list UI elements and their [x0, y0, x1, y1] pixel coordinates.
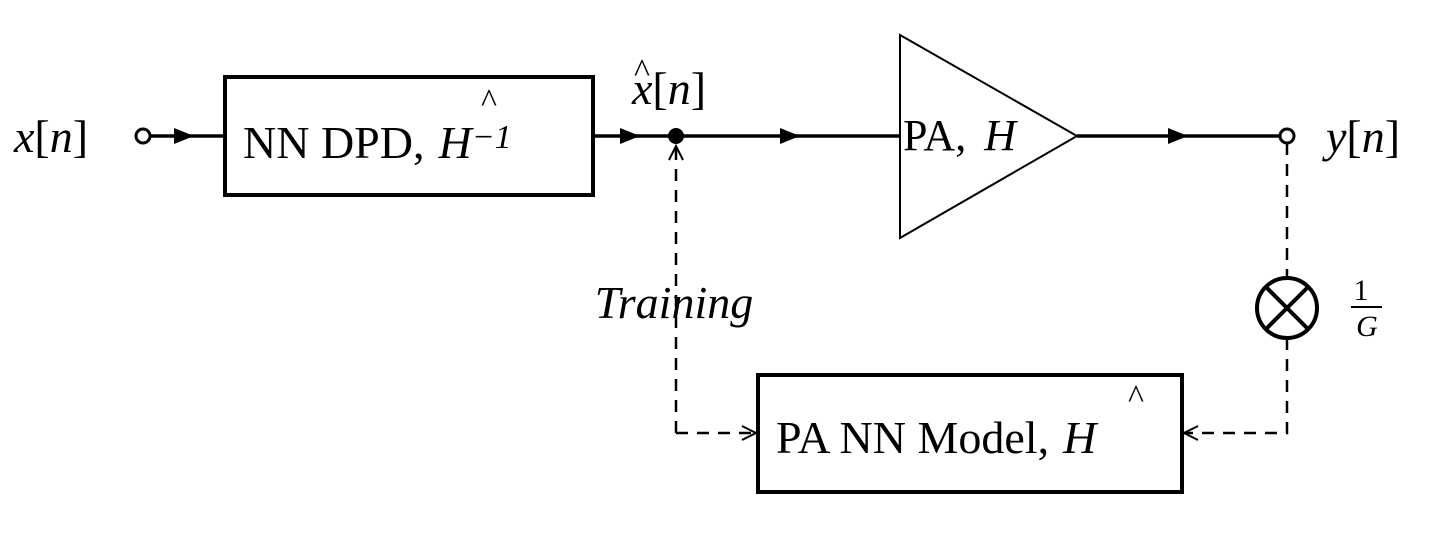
model-block-label: PA NN Model, H [776, 412, 1099, 463]
dpd-symbol: H [437, 117, 474, 168]
branch-node [668, 128, 684, 144]
pa-block-label: PA, H [903, 111, 1018, 160]
pa-symbol: H [983, 111, 1018, 160]
input-signal-label: x[n] [13, 111, 88, 162]
training-label: Training [595, 277, 754, 328]
dpd-block-label: NN DPD, H−1 [243, 117, 512, 168]
gain-numerator: 1 [1354, 274, 1369, 307]
pa-amplifier-icon [899, 33, 1080, 240]
predistorted-signal-label: x[n] [631, 63, 706, 114]
model-label-text: PA NN Model, [776, 412, 1049, 463]
dpd-superscript: −1 [472, 119, 512, 156]
model-block [756, 373, 1184, 494]
model-symbol: H [1062, 412, 1099, 463]
input-arrow-icon [174, 128, 194, 144]
dpd-label-text: NN DPD, [243, 117, 424, 168]
dpd-output-arrow-icon [620, 128, 640, 144]
input-terminal [134, 127, 152, 145]
pa-output-arrow-icon [1168, 128, 1188, 144]
dpd-hat-icon: ^ [481, 83, 497, 120]
gain-denominator: G [1356, 310, 1378, 343]
pa-input-arrow-icon [780, 128, 800, 144]
output-signal-label: y[n] [1322, 111, 1400, 162]
multiplier-cross-b [1264, 285, 1310, 331]
model-hat-icon: ^ [1128, 379, 1144, 416]
pa-label-text: PA, [903, 111, 966, 160]
predistorted-hat-icon: ^ [634, 53, 650, 90]
feedback-wire-to-model [1181, 338, 1289, 441]
output-terminal [1278, 127, 1296, 145]
